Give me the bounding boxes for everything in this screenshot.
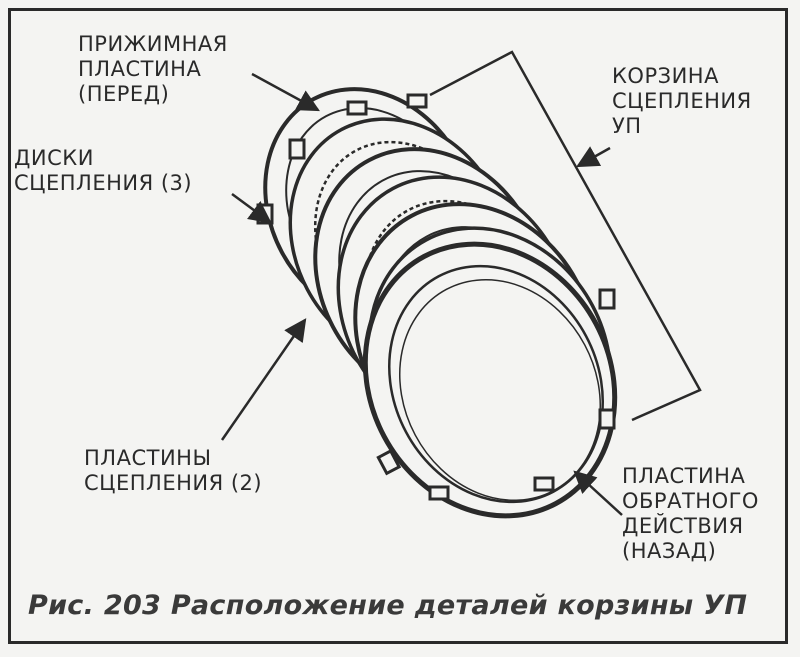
basket-bracket <box>429 50 702 422</box>
clutch-discs-arrow <box>231 192 272 224</box>
clutch-basket-label: КОРЗИНА СЦЕПЛЕНИЯ УП <box>612 64 752 138</box>
clutch-plates-label: ПЛАСТИНЫ СЦЕПЛЕНИЯ (2) <box>84 446 263 495</box>
basket-arrow <box>576 146 611 168</box>
pressure-plate-arrow <box>251 72 320 112</box>
clutch-discs-label: ДИСКИ СЦЕПЛЕНИЯ (3) <box>14 146 193 195</box>
figure-caption: Рис. 203 Расположение деталей корзины УП <box>28 590 748 621</box>
reaction-plate-ring <box>362 241 618 519</box>
pressure-plate-label: ПРИЖИМНАЯ ПЛАСТИНА (ПЕРЕД) <box>78 32 228 106</box>
clutch-plates-arrow <box>220 318 307 441</box>
reaction-plate-arrow <box>573 470 623 516</box>
reaction-plate-label: ПЛАСТИНА ОБРАТНОГО ДЕЙСТВИЯ (НАЗАД) <box>622 464 759 563</box>
diagram-frame <box>8 8 788 644</box>
